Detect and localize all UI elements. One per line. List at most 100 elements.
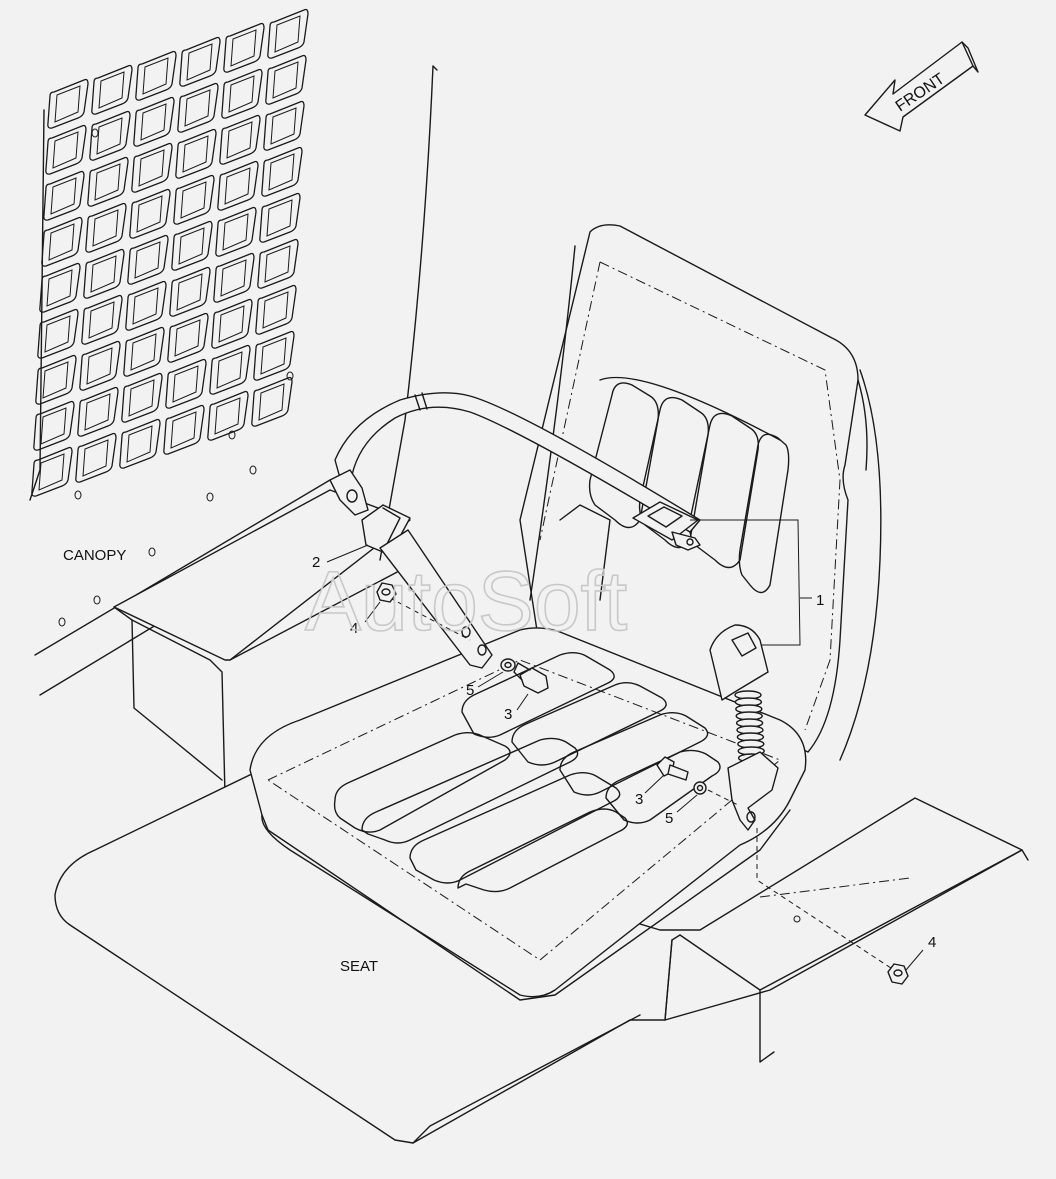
mesh-cell: [215, 206, 257, 257]
mesh-cell: [219, 114, 261, 165]
callout-nut-left: 4: [350, 620, 358, 637]
mesh-cell-inner: [86, 347, 113, 385]
mesh-cell-inner: [140, 103, 167, 141]
mesh-cell-inner: [270, 107, 297, 145]
callout-belt-left: 2: [312, 554, 320, 571]
mesh-cell-inner: [42, 361, 69, 399]
hardware-right: [656, 756, 911, 985]
mesh-cell: [221, 68, 263, 119]
mesh-cell-inner: [186, 43, 213, 81]
mesh-cell: [171, 220, 213, 271]
mesh-cell-inner: [272, 61, 299, 99]
seat-belt-assembly: [329, 392, 812, 831]
mesh-cell: [75, 432, 117, 483]
mesh-cell-inner: [136, 195, 163, 233]
callout-bolt-right: 3: [635, 791, 643, 808]
watermark: AutoSoft: [305, 554, 627, 648]
mesh-cell-inner: [266, 199, 293, 237]
mesh-cell: [45, 124, 87, 175]
mesh-cell: [91, 64, 133, 115]
mesh-cell-inner: [90, 255, 117, 293]
mesh-cell-inner: [92, 209, 119, 247]
mesh-cell-inner: [84, 393, 111, 431]
callout-nut-right: 4: [928, 934, 936, 951]
mesh-cell-inner: [230, 29, 257, 67]
mesh-cell: [33, 400, 75, 451]
mesh-cell: [47, 78, 89, 129]
mesh-cell: [83, 248, 125, 299]
mesh-cell-inner: [214, 397, 241, 435]
mesh-cell: [223, 22, 265, 73]
mesh-cell: [265, 54, 307, 105]
seat-label: SEAT: [340, 958, 378, 975]
mesh-cell: [213, 252, 255, 303]
mesh-cell-inner: [40, 407, 67, 445]
mesh-cell-inner: [172, 365, 199, 403]
mesh-cell: [127, 234, 169, 285]
mesh-cell-inner: [88, 301, 115, 339]
front-direction-arrow: FRONT: [864, 41, 979, 132]
seat-cushion: [249, 627, 807, 1001]
callout-washer-right: 5: [665, 810, 673, 827]
mesh-cell-inner: [176, 273, 203, 311]
mesh-cell-inner: [258, 383, 285, 421]
canopy-label: CANOPY: [63, 547, 126, 564]
mesh-cell: [89, 110, 131, 161]
mesh-cell-inner: [52, 131, 79, 169]
mesh-cell-inner: [96, 117, 123, 155]
mesh-cell-inner: [170, 411, 197, 449]
mesh-cell-inner: [184, 89, 211, 127]
mesh-cell-inner: [46, 269, 73, 307]
mesh-cell-inner: [220, 259, 247, 297]
mesh-cell: [173, 174, 215, 225]
mesh-cell: [37, 308, 79, 359]
mesh-cell-inner: [134, 241, 161, 279]
mesh-cell: [165, 358, 207, 409]
mesh-cell-inner: [262, 291, 289, 329]
mesh-cell-inner: [216, 351, 243, 389]
mesh-frame: [29, 109, 45, 501]
mesh-cell: [133, 96, 175, 147]
mesh-cell: [131, 142, 173, 193]
canopy-edge-line: [379, 65, 438, 561]
mesh-cell: [259, 192, 301, 243]
mesh-cell-inner: [130, 333, 157, 371]
mesh-cell-inner: [138, 149, 165, 187]
mesh-cell: [35, 354, 77, 405]
mesh-cell: [31, 446, 73, 497]
mesh-cell: [261, 146, 303, 197]
mesh-cell: [169, 266, 211, 317]
mesh-cell: [119, 418, 161, 469]
mesh-cell-inner: [260, 337, 287, 375]
callout-bolt-left: 3: [504, 706, 512, 723]
mesh-cell-inner: [44, 315, 71, 353]
mesh-cell: [85, 202, 127, 253]
mesh-cell: [129, 188, 171, 239]
canopy-holes: [58, 128, 294, 627]
mesh-cell-inner: [264, 245, 291, 283]
mesh-cell-inner: [142, 57, 169, 95]
mesh-cell-inner: [228, 75, 255, 113]
mesh-cell: [177, 82, 219, 133]
mesh-cell: [87, 156, 129, 207]
mesh-cell: [121, 372, 163, 423]
mesh-cell: [39, 262, 81, 313]
mesh-cell: [211, 298, 253, 349]
mesh-cell: [167, 312, 209, 363]
mesh-cell-inner: [50, 177, 77, 215]
mesh-cell-inner: [38, 453, 65, 491]
mesh-cell: [81, 294, 123, 345]
mesh-cell: [257, 238, 299, 289]
mesh-cell: [251, 376, 293, 427]
mesh-cell-inner: [226, 121, 253, 159]
mesh-cell-inner: [178, 227, 205, 265]
mesh-cell: [135, 50, 177, 101]
mesh-cell: [41, 216, 83, 267]
mesh-cell: [175, 128, 217, 179]
mesh-cell-inner: [218, 305, 245, 343]
mesh-cell: [217, 160, 259, 211]
mesh-cell-inner: [54, 85, 81, 123]
mesh-cell-inner: [82, 439, 109, 477]
mesh-cell: [255, 284, 297, 335]
